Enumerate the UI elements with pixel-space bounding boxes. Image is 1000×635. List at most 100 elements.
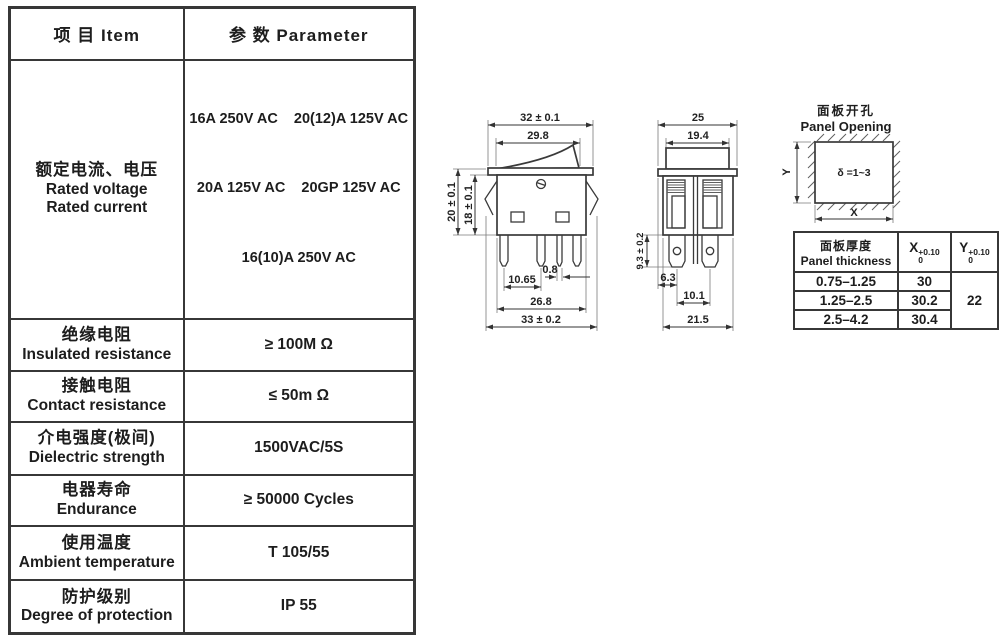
terminal-hole <box>672 246 682 256</box>
x-axis-label: X <box>850 207 858 219</box>
terminal-pin <box>572 235 582 267</box>
switch-side-body <box>657 147 738 268</box>
item-label-zh: 电器寿命 <box>61 481 132 500</box>
item-label-en: Ambient temperature <box>18 553 175 571</box>
param-value: ≤ 50m Ω <box>182 369 416 423</box>
table-row-endurance: 电器寿命 Endurance ≥ 50000 Cycles <box>8 473 416 527</box>
panel-opening-diagram: Y X δ =1~3 <box>781 133 901 223</box>
mounting-flange <box>487 167 594 176</box>
dim-label: 29.8 <box>527 130 548 142</box>
cutout-dimensions <box>793 141 894 223</box>
table-row: 0.75–1.25 30 22 <box>793 271 999 330</box>
dimension-labels: 25 19.4 9.3 ± 0.2 6.3 10.1 21.5 <box>635 112 710 326</box>
y-axis-label: Y <box>781 168 793 176</box>
terminal-pin <box>556 235 563 267</box>
terminal-hole <box>705 246 715 256</box>
dim-label: 20 ± 0.1 <box>446 182 458 222</box>
switch-front-body <box>484 143 599 267</box>
panel-hatching <box>807 133 901 211</box>
dim-label: 10.1 <box>683 290 704 302</box>
item-label-zh: 防护级别 <box>61 587 132 606</box>
snap-clip-right <box>585 180 599 216</box>
x-value: 30 <box>897 271 952 292</box>
panel-opening-title: 面板开孔 Panel Opening <box>785 100 907 134</box>
terminal-pin <box>499 235 509 267</box>
dim-label: 19.4 <box>687 130 709 142</box>
dimension-labels: 32 ± 0.1 29.8 20 ± 0.1 18 ± 0.1 10.65 0.… <box>446 112 561 326</box>
spec-header-item: 项 目 Item <box>8 6 185 61</box>
item-label-en: Contact resistance <box>27 397 167 415</box>
dim-label: 6.3 <box>660 272 675 284</box>
dim-label: 21.5 <box>687 314 708 326</box>
terminal-lug <box>668 235 686 268</box>
panel-thickness-header-en: Panel thickness <box>800 253 892 268</box>
x-value: 30.2 <box>897 290 952 311</box>
table-row: 2.5–4.2 30.4 <box>793 309 998 330</box>
dimension-lines <box>455 122 597 330</box>
dim-label: 33 ± 0.2 <box>521 314 561 326</box>
item-label-en: Rated voltage <box>45 180 148 198</box>
param-value-line: 20A 125V AC 20GP 125V AC <box>196 180 401 197</box>
item-label-en: Insulated resistance <box>22 345 172 363</box>
param-value: T 105/55 <box>182 524 416 581</box>
panel-opening-title-zh: 面板开孔 <box>816 104 875 118</box>
item-label-en: Degree of protection <box>20 607 173 625</box>
rib-hatching <box>667 182 722 193</box>
snap-clip-left <box>484 180 498 216</box>
dim-label: 9.3 ± 0.2 <box>635 233 646 270</box>
item-label-zh: 介电强度(极间) <box>37 429 156 448</box>
dim-label: 10.65 <box>508 274 536 286</box>
dim-label: 18 ± 0.1 <box>463 185 475 225</box>
housing-slot <box>671 195 686 229</box>
side-view-drawing: 25 19.4 9.3 ± 0.2 6.3 10.1 21.5 <box>635 112 738 331</box>
thickness-range: 2.5–4.2 <box>793 309 899 330</box>
dimension-lines <box>644 122 737 330</box>
housing-window <box>510 211 525 223</box>
mounting-flange <box>657 168 738 177</box>
param-value-line: 16A 250V AC 20(12)A 125V AC <box>189 110 409 127</box>
item-label-zh: 绝缘电阻 <box>61 325 132 344</box>
thickness-range: 0.75–1.25 <box>793 271 899 292</box>
table-row-dielectric: 介电强度(极间) Dielectric strength 1500VAC/5S <box>8 420 416 476</box>
table-row-contact: 接触电阻 Contact resistance ≤ 50m Ω <box>8 369 416 423</box>
item-label-en: Rated current <box>46 199 148 217</box>
front-view-drawing: 32 ± 0.1 29.8 20 ± 0.1 18 ± 0.1 10.65 0.… <box>446 112 599 331</box>
rocker-actuator <box>495 143 581 170</box>
dim-label: 0.8 <box>542 264 557 276</box>
housing-window <box>555 211 570 223</box>
dim-label: 26.8 <box>530 296 551 308</box>
screw-icon <box>535 178 547 190</box>
item-label-en: Endurance <box>56 501 137 519</box>
panel-opening-title-en: Panel Opening <box>800 119 892 134</box>
table-row-temperature: 使用温度 Ambient temperature T 105/55 <box>8 524 416 581</box>
spec-header-parameter: 参 数 Parameter <box>182 6 416 61</box>
param-value: 1500VAC/5S <box>182 420 416 476</box>
cutout-rect <box>814 141 894 204</box>
delta-label: δ =1~3 <box>837 167 870 179</box>
dim-label: 25 <box>692 112 704 124</box>
x-value: 30.4 <box>897 309 952 330</box>
housing-slot <box>702 195 718 229</box>
terminal-pin <box>536 235 546 267</box>
rocker-actuator <box>665 147 730 170</box>
item-label-zh: 接触电阻 <box>61 377 132 396</box>
table-row-protection: 防护级别 Degree of protection IP 55 <box>8 578 416 635</box>
dim-label: 32 ± 0.1 <box>520 112 560 124</box>
param-value: ≥ 100M Ω <box>182 317 416 372</box>
switch-housing <box>496 174 587 236</box>
thickness-range: 1.25–2.5 <box>793 290 899 311</box>
panel-thickness-header-zh: 面板厚度 <box>819 238 872 253</box>
table-row-rated: 额定电流、电压 Rated voltage Rated current 16A … <box>8 58 416 320</box>
param-value: IP 55 <box>182 578 416 635</box>
y-value: 22 <box>950 271 999 330</box>
terminal-lug <box>701 235 719 268</box>
table-row-insulated: 绝缘电阻 Insulated resistance ≥ 100M Ω <box>8 317 416 372</box>
item-label-en: Dielectric strength <box>28 449 165 467</box>
param-value: ≥ 50000 Cycles <box>182 473 416 527</box>
param-value-line: 16(10)A 250V AC <box>241 250 356 266</box>
item-label-zh: 使用温度 <box>61 533 132 552</box>
table-row: 1.25–2.5 30.2 <box>793 290 998 311</box>
